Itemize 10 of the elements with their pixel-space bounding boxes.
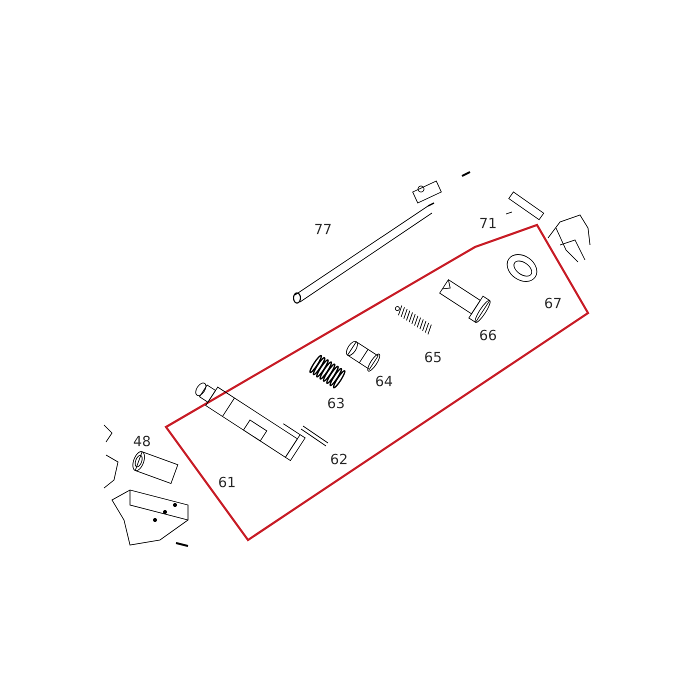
callout-number: 65: [425, 352, 441, 362]
callout-number: 64: [376, 376, 392, 386]
callout-number: 48: [134, 436, 150, 446]
callout-number: 71: [480, 218, 496, 228]
callout-number: 66: [480, 330, 496, 340]
callout-number: 61: [219, 476, 235, 488]
callout-number: 63: [328, 398, 344, 408]
callout-number: 62: [331, 454, 346, 464]
callout-number: 77: [315, 224, 331, 234]
callout-number: 67: [545, 298, 561, 308]
